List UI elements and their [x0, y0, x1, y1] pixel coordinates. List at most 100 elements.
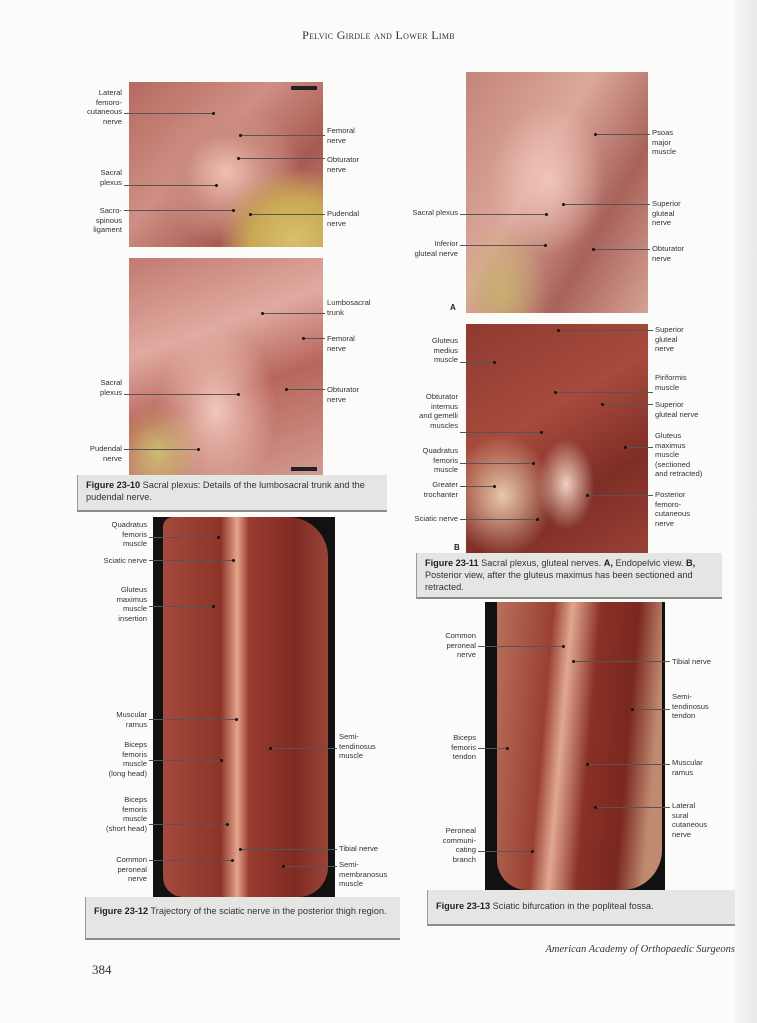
leader-dot: [236, 393, 240, 396]
panel-letter-b: B: [454, 543, 460, 552]
leader-line: [149, 606, 213, 607]
leader-line: [286, 389, 325, 390]
leader-dot: [268, 747, 272, 750]
label-sacral-plexus: Sacral plexus: [100, 168, 122, 187]
label-lateral-femoro: Lateral femoro- cutaneous nerve: [86, 88, 122, 126]
thigh-dissection: [163, 517, 328, 897]
leader-line: [124, 210, 233, 211]
label-muscular-ramus: Muscular ramus: [672, 758, 703, 777]
page-number: 384: [92, 962, 112, 977]
label-lumbosacral: Lumbosacral trunk: [327, 298, 371, 317]
leader-dot: [230, 859, 234, 862]
leader-dot: [238, 848, 242, 851]
leader-line: [460, 362, 494, 363]
leader-dot: [535, 518, 539, 521]
leader-line: [238, 158, 325, 159]
leader-dot: [630, 708, 634, 711]
leader-dot: [231, 209, 235, 212]
label-common-peroneal: Common peroneal nerve: [445, 631, 476, 660]
leader-dot: [543, 244, 547, 247]
leader-dot: [219, 759, 223, 762]
leader-line: [262, 313, 325, 314]
label-femoral: Femoral nerve: [327, 126, 355, 145]
leader-line: [460, 519, 537, 520]
leader-line: [478, 646, 563, 647]
leader-line: [149, 824, 227, 825]
leader-dot: [593, 806, 597, 809]
copyright-watermark: [291, 86, 317, 90]
leader-line: [149, 860, 232, 861]
leader-dot: [600, 403, 604, 406]
leader-dot: [238, 134, 242, 137]
label-tibial: Tibial nerve: [672, 657, 711, 666]
leader-dot: [505, 747, 509, 750]
running-header: Pelvic Girdle and Lower Limb: [302, 28, 455, 42]
label-biceps-long: Biceps femoris muscle (long head): [108, 740, 147, 778]
leader-line: [460, 214, 546, 215]
leader-dot: [623, 446, 627, 449]
label-gluteus-medius: Gluteus medius muscle: [431, 336, 458, 365]
leader-line: [149, 719, 236, 720]
figure-23-12-photo: [153, 517, 335, 897]
leader-line: [124, 185, 216, 186]
leader-line: [240, 135, 325, 136]
page-edge-shadow: [735, 0, 757, 1023]
leader-line: [587, 495, 653, 496]
leader-dot: [571, 660, 575, 663]
figure-23-11-b-photo: [466, 324, 648, 553]
leader-dot: [585, 763, 589, 766]
leader-line: [625, 447, 653, 448]
leader-line: [149, 760, 221, 761]
caption-text: Endopelvic view.: [612, 558, 686, 568]
label-gluteus-maximus: Gluteus maximus muscle (sectioned and re…: [655, 431, 703, 479]
leader-line: [240, 849, 337, 850]
leader-dot: [214, 184, 218, 187]
publisher-footer: American Academy of Orthopaedic Surgeons: [545, 944, 735, 955]
leader-line: [563, 204, 650, 205]
figure-23-13-photo: [485, 602, 665, 890]
label-sciatic: Sciatic nerve: [414, 514, 458, 523]
label-biceps-short: Biceps femoris muscle (short head): [106, 795, 147, 833]
leader-dot: [492, 485, 496, 488]
leader-dot: [544, 213, 548, 216]
label-semitendinosus: Semi- tendinosus tendon: [672, 692, 709, 721]
label-psoas: Psoas major muscle: [652, 128, 677, 157]
label-greater-trochanter: Greater trochanter: [423, 480, 458, 499]
label-superior-gluteal: Superior gluteal nerve: [652, 199, 681, 228]
figure-23-10-top-photo: [129, 82, 323, 247]
leader-dot: [248, 213, 252, 216]
leader-dot: [539, 431, 543, 434]
leader-line: [558, 330, 653, 331]
leader-line: [124, 113, 213, 114]
leader-dot: [231, 559, 235, 562]
label-sciatic: Sciatic nerve: [103, 556, 147, 565]
label-tibial: Tibial nerve: [339, 844, 378, 853]
leader-dot: [234, 718, 238, 721]
label-pudendal: Pudendal nerve: [89, 444, 122, 463]
leader-dot: [225, 823, 229, 826]
leader-line: [124, 394, 238, 395]
leader-line: [602, 404, 653, 405]
leader-line: [149, 560, 233, 561]
caption-text: Trajectory of the sciatic nerve in the p…: [148, 906, 387, 916]
figure-number: Figure 23-11: [425, 558, 479, 568]
label-posterior-femoro: Posterior femoro- cutaneous nerve: [655, 490, 691, 528]
label-peroneal-comm: Peroneal communi- cating branch: [442, 826, 476, 864]
label-obturator: Obturator nerve: [652, 244, 685, 263]
leader-dot: [553, 391, 557, 394]
label-common-peroneal: Common peroneal nerve: [116, 855, 147, 884]
figure-number: Figure 23-12: [94, 906, 149, 916]
caption-text: Posterior view, after the gluteus maximu…: [425, 570, 693, 592]
label-inferior-gluteal: Inferior gluteal nerve: [414, 239, 458, 258]
leader-dot: [281, 865, 285, 868]
leader-dot: [260, 312, 264, 315]
leader-line: [632, 709, 670, 710]
leader-dot: [530, 850, 534, 853]
caption-text: Sacral plexus: Details of the lumbosacra…: [86, 480, 365, 502]
label-sacral-plexus: Sacral plexus: [412, 208, 458, 217]
label-obturator: Obturator nerve: [327, 385, 360, 404]
figure-23-10-caption: Figure 23-10 Sacral plexus: Details of t…: [77, 475, 387, 512]
caption-text: Sacral plexus, gluteal nerves.: [478, 558, 604, 568]
label-semimembranosus: Semi- membranosus muscle: [339, 860, 388, 889]
label-superior-gluteal-1: Superior gluteal nerve: [655, 325, 684, 354]
